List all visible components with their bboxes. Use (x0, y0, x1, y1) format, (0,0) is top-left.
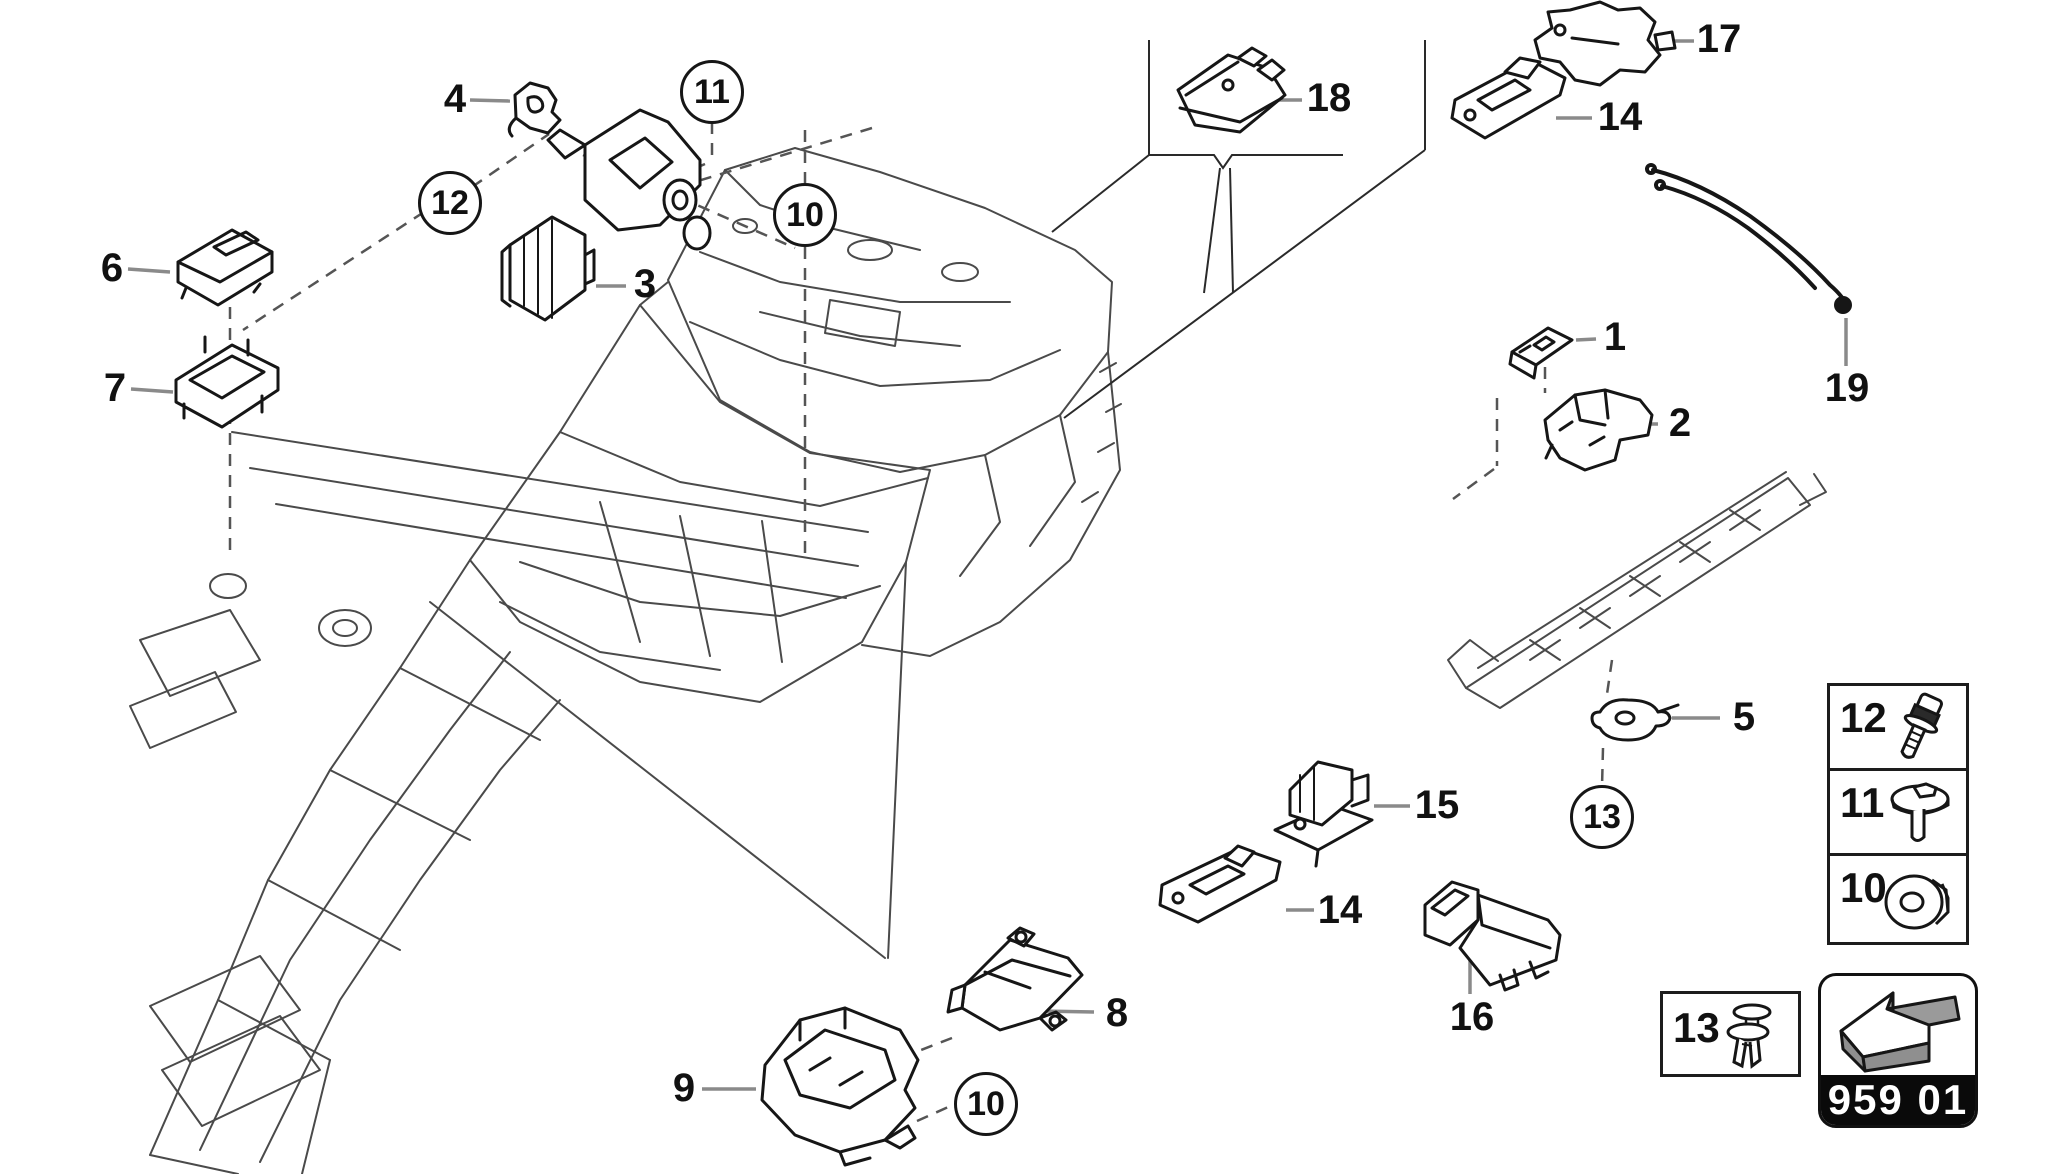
part-2-bracket (1543, 388, 1654, 472)
callout-12[interactable]: 12 (418, 171, 482, 235)
chassis-line-art (129, 147, 1827, 1174)
callout-14[interactable]: 14 (1597, 95, 1643, 139)
callout-9[interactable]: 9 (672, 1066, 696, 1110)
part-8-module (946, 926, 1084, 1032)
callout-19[interactable]: 19 (1824, 366, 1870, 410)
legend-item-nut[interactable]: 10 (1830, 856, 1966, 942)
part-7-bracket (174, 335, 280, 429)
mount-bracket-assembly (546, 108, 712, 251)
legend-number: 12 (1840, 694, 1887, 741)
part-18-module (1176, 46, 1287, 134)
fastener-legend-box: 12 11 (1827, 683, 1969, 945)
callout-18[interactable]: 18 (1306, 76, 1352, 120)
part-14-bottom-antenna (1158, 844, 1282, 924)
part-19-cable (1645, 163, 1852, 314)
legend-number: 10 (1840, 864, 1887, 911)
rivet-clip-icon (1708, 996, 1788, 1081)
part-14-top-antenna (1450, 56, 1567, 140)
legend-item-clip[interactable]: 13 (1660, 991, 1801, 1077)
leader-bracket-lines (1051, 40, 1426, 419)
callout-8[interactable]: 8 (1105, 991, 1129, 1035)
dashed-assembly-lines (228, 122, 1614, 1123)
part-drawings (174, 0, 1852, 1167)
callout-10[interactable]: 10 (773, 183, 837, 247)
callout-10[interactable]: 10 (954, 1072, 1018, 1136)
callout-11[interactable]: 11 (680, 60, 744, 124)
part-16-module (1423, 880, 1562, 992)
callout-14[interactable]: 14 (1317, 888, 1363, 932)
flange-nut-icon (1876, 860, 1960, 945)
callout-15[interactable]: 15 (1414, 783, 1460, 827)
bolt-washer-icon (1876, 775, 1960, 858)
legend-number: 13 (1673, 1004, 1720, 1051)
callout-4[interactable]: 4 (443, 77, 467, 121)
part-4-bracket (507, 81, 562, 138)
part-5-clamp (1590, 698, 1680, 742)
callout-2[interactable]: 2 (1668, 401, 1692, 445)
page-tag[interactable]: 959 01 (1818, 973, 1978, 1128)
callout-3[interactable]: 3 (633, 262, 657, 306)
part-15-module (1273, 760, 1374, 868)
part-6-module (176, 228, 274, 307)
arrow-back-icon (1821, 976, 1975, 1081)
part-9-bracket (760, 1006, 920, 1167)
callout-1[interactable]: 1 (1603, 315, 1627, 359)
legend-item-screw[interactable]: 12 (1830, 686, 1966, 771)
part-1-sensor (1508, 326, 1574, 380)
callout-5[interactable]: 5 (1732, 695, 1756, 739)
part-17-bracket (1533, 0, 1677, 87)
page-code-label: 959 01 (1821, 1075, 1975, 1125)
callout-13[interactable]: 13 (1570, 785, 1634, 849)
callout-7[interactable]: 7 (103, 366, 127, 410)
part-3-ecu (500, 215, 596, 322)
callout-16[interactable]: 16 (1449, 995, 1495, 1039)
callout-6[interactable]: 6 (100, 246, 124, 290)
screw-icon (1876, 690, 1960, 773)
callout-17[interactable]: 17 (1696, 17, 1742, 61)
legend-number: 11 (1840, 779, 1885, 826)
callout-leader-lines (127, 39, 1848, 1091)
legend-item-bolt[interactable]: 11 (1830, 771, 1966, 856)
